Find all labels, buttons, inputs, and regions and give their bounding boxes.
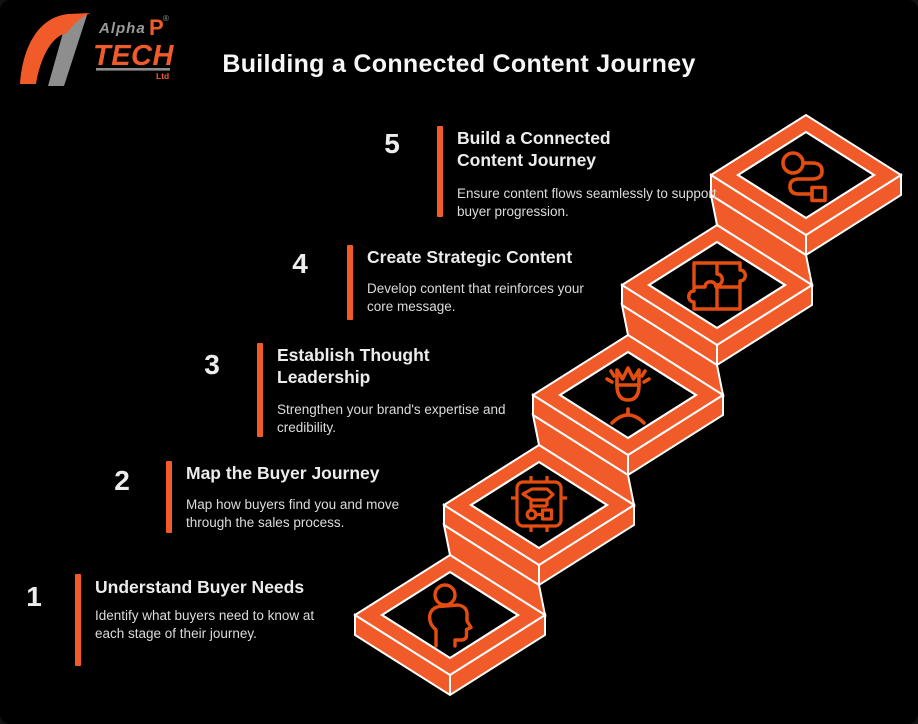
step-number: 4	[292, 248, 308, 279]
step-platform-4	[620, 223, 814, 367]
step-description: Strengthen your brand's expertise and cr…	[277, 402, 506, 435]
step-accent-bar	[75, 574, 81, 666]
step-platform-2	[442, 443, 636, 587]
journey-map-icon	[511, 476, 567, 532]
step-accent-bar	[437, 126, 443, 217]
step-heading: Understand Buyer Needs	[95, 577, 305, 597]
logo-tech-text: TECH	[93, 40, 175, 72]
page-title: Building a Connected Content Journey	[222, 50, 696, 78]
logo-p-text: P	[149, 15, 164, 40]
step-number: 3	[204, 349, 220, 380]
step-platform-1	[353, 553, 547, 697]
step-number: 1	[26, 581, 42, 612]
step-accent-bar	[257, 343, 263, 437]
logo-underline	[96, 68, 170, 71]
thought-leadership-icon	[605, 366, 651, 425]
step-platform-3	[531, 333, 725, 477]
strategic-content-icon	[687, 261, 747, 311]
step-heading: Map the Buyer Journey	[186, 463, 380, 483]
logo-alpha-text: Alpha	[98, 20, 146, 37]
logo-ltd-text: Ltd	[156, 71, 169, 81]
step-accent-bar	[347, 245, 353, 320]
logo-a-mark	[20, 13, 90, 86]
step-heading: Create Strategic Content	[367, 247, 573, 267]
step-platform-5	[709, 113, 903, 257]
step-description: Identify what buyers need to know at eac…	[95, 608, 315, 641]
alphatech-logo: Alpha P ® TECH Ltd	[20, 13, 175, 86]
step-number: 2	[114, 465, 130, 496]
step-description: Ensure content flows seamlessly to suppo…	[457, 186, 717, 219]
step-number: 5	[384, 128, 400, 159]
logo-registered-mark: ®	[163, 14, 169, 23]
connected-journey-icon	[781, 151, 827, 203]
step-description: Map how buyers find you and move through…	[186, 497, 400, 530]
step-description: Develop content that reinforces your cor…	[367, 281, 584, 314]
step-heading: Establish Thought Leadership	[277, 345, 430, 387]
step-heading: Build a Connected Content Journey	[457, 128, 611, 170]
buyer-needs-icon	[427, 583, 473, 648]
step-accent-bar	[166, 461, 172, 533]
